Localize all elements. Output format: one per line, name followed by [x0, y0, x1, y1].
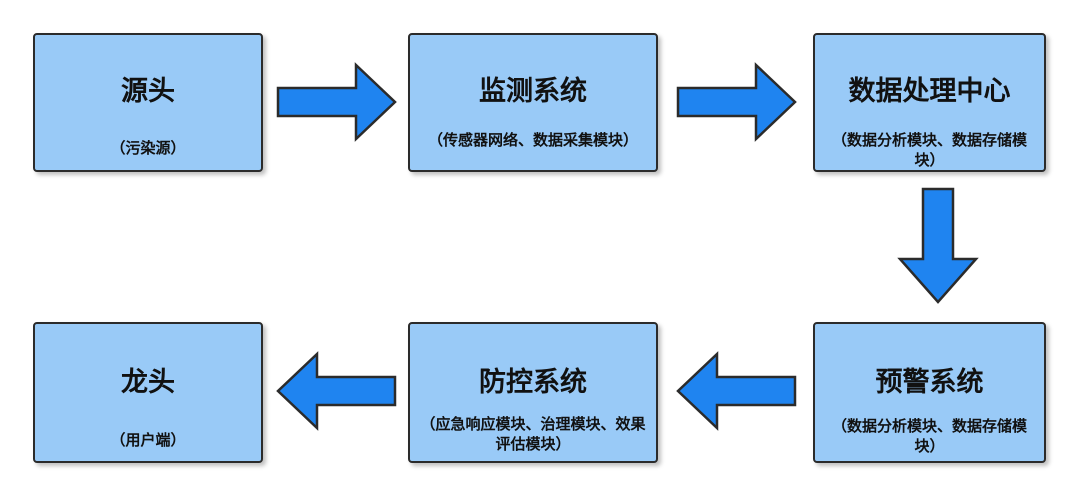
node-title: 数据处理中心 [848, 76, 1011, 107]
arrow-left-icon [276, 351, 397, 431]
node-tap: 龙头 （用户端） [33, 322, 263, 463]
node-title: 龙头 [121, 367, 175, 398]
arrow-right-icon [676, 62, 797, 142]
node-subtitle: （用户端） [110, 431, 186, 449]
node-subtitle: （污染源） [110, 139, 186, 157]
node-subtitle: （数据分析模块、数据存储模块） [831, 131, 1027, 169]
arrow-left-icon [676, 351, 797, 431]
node-monitoring: 监测系统 （传感器网络、数据采集模块） [408, 33, 658, 172]
node-source: 源头 （污染源） [33, 33, 263, 172]
arrow-down-icon [897, 187, 979, 304]
node-title: 预警系统 [875, 367, 984, 398]
node-control: 防控系统 （应急响应模块、治理模块、效果评估模块） [408, 322, 658, 463]
node-title: 监测系统 [479, 76, 587, 107]
node-processing: 数据处理中心 （数据分析模块、数据存储模块） [813, 33, 1046, 172]
node-warning: 预警系统 （数据分析模块、数据存储模块） [813, 322, 1046, 463]
arrow-right-icon [276, 62, 397, 142]
node-title: 防控系统 [479, 367, 587, 398]
node-subtitle: （数据分析模块、数据存储模块） [831, 417, 1027, 455]
node-subtitle: （传感器网络、数据采集模块） [427, 131, 638, 149]
node-title: 源头 [121, 76, 175, 107]
node-subtitle: （应急响应模块、治理模块、效果评估模块） [420, 415, 646, 453]
